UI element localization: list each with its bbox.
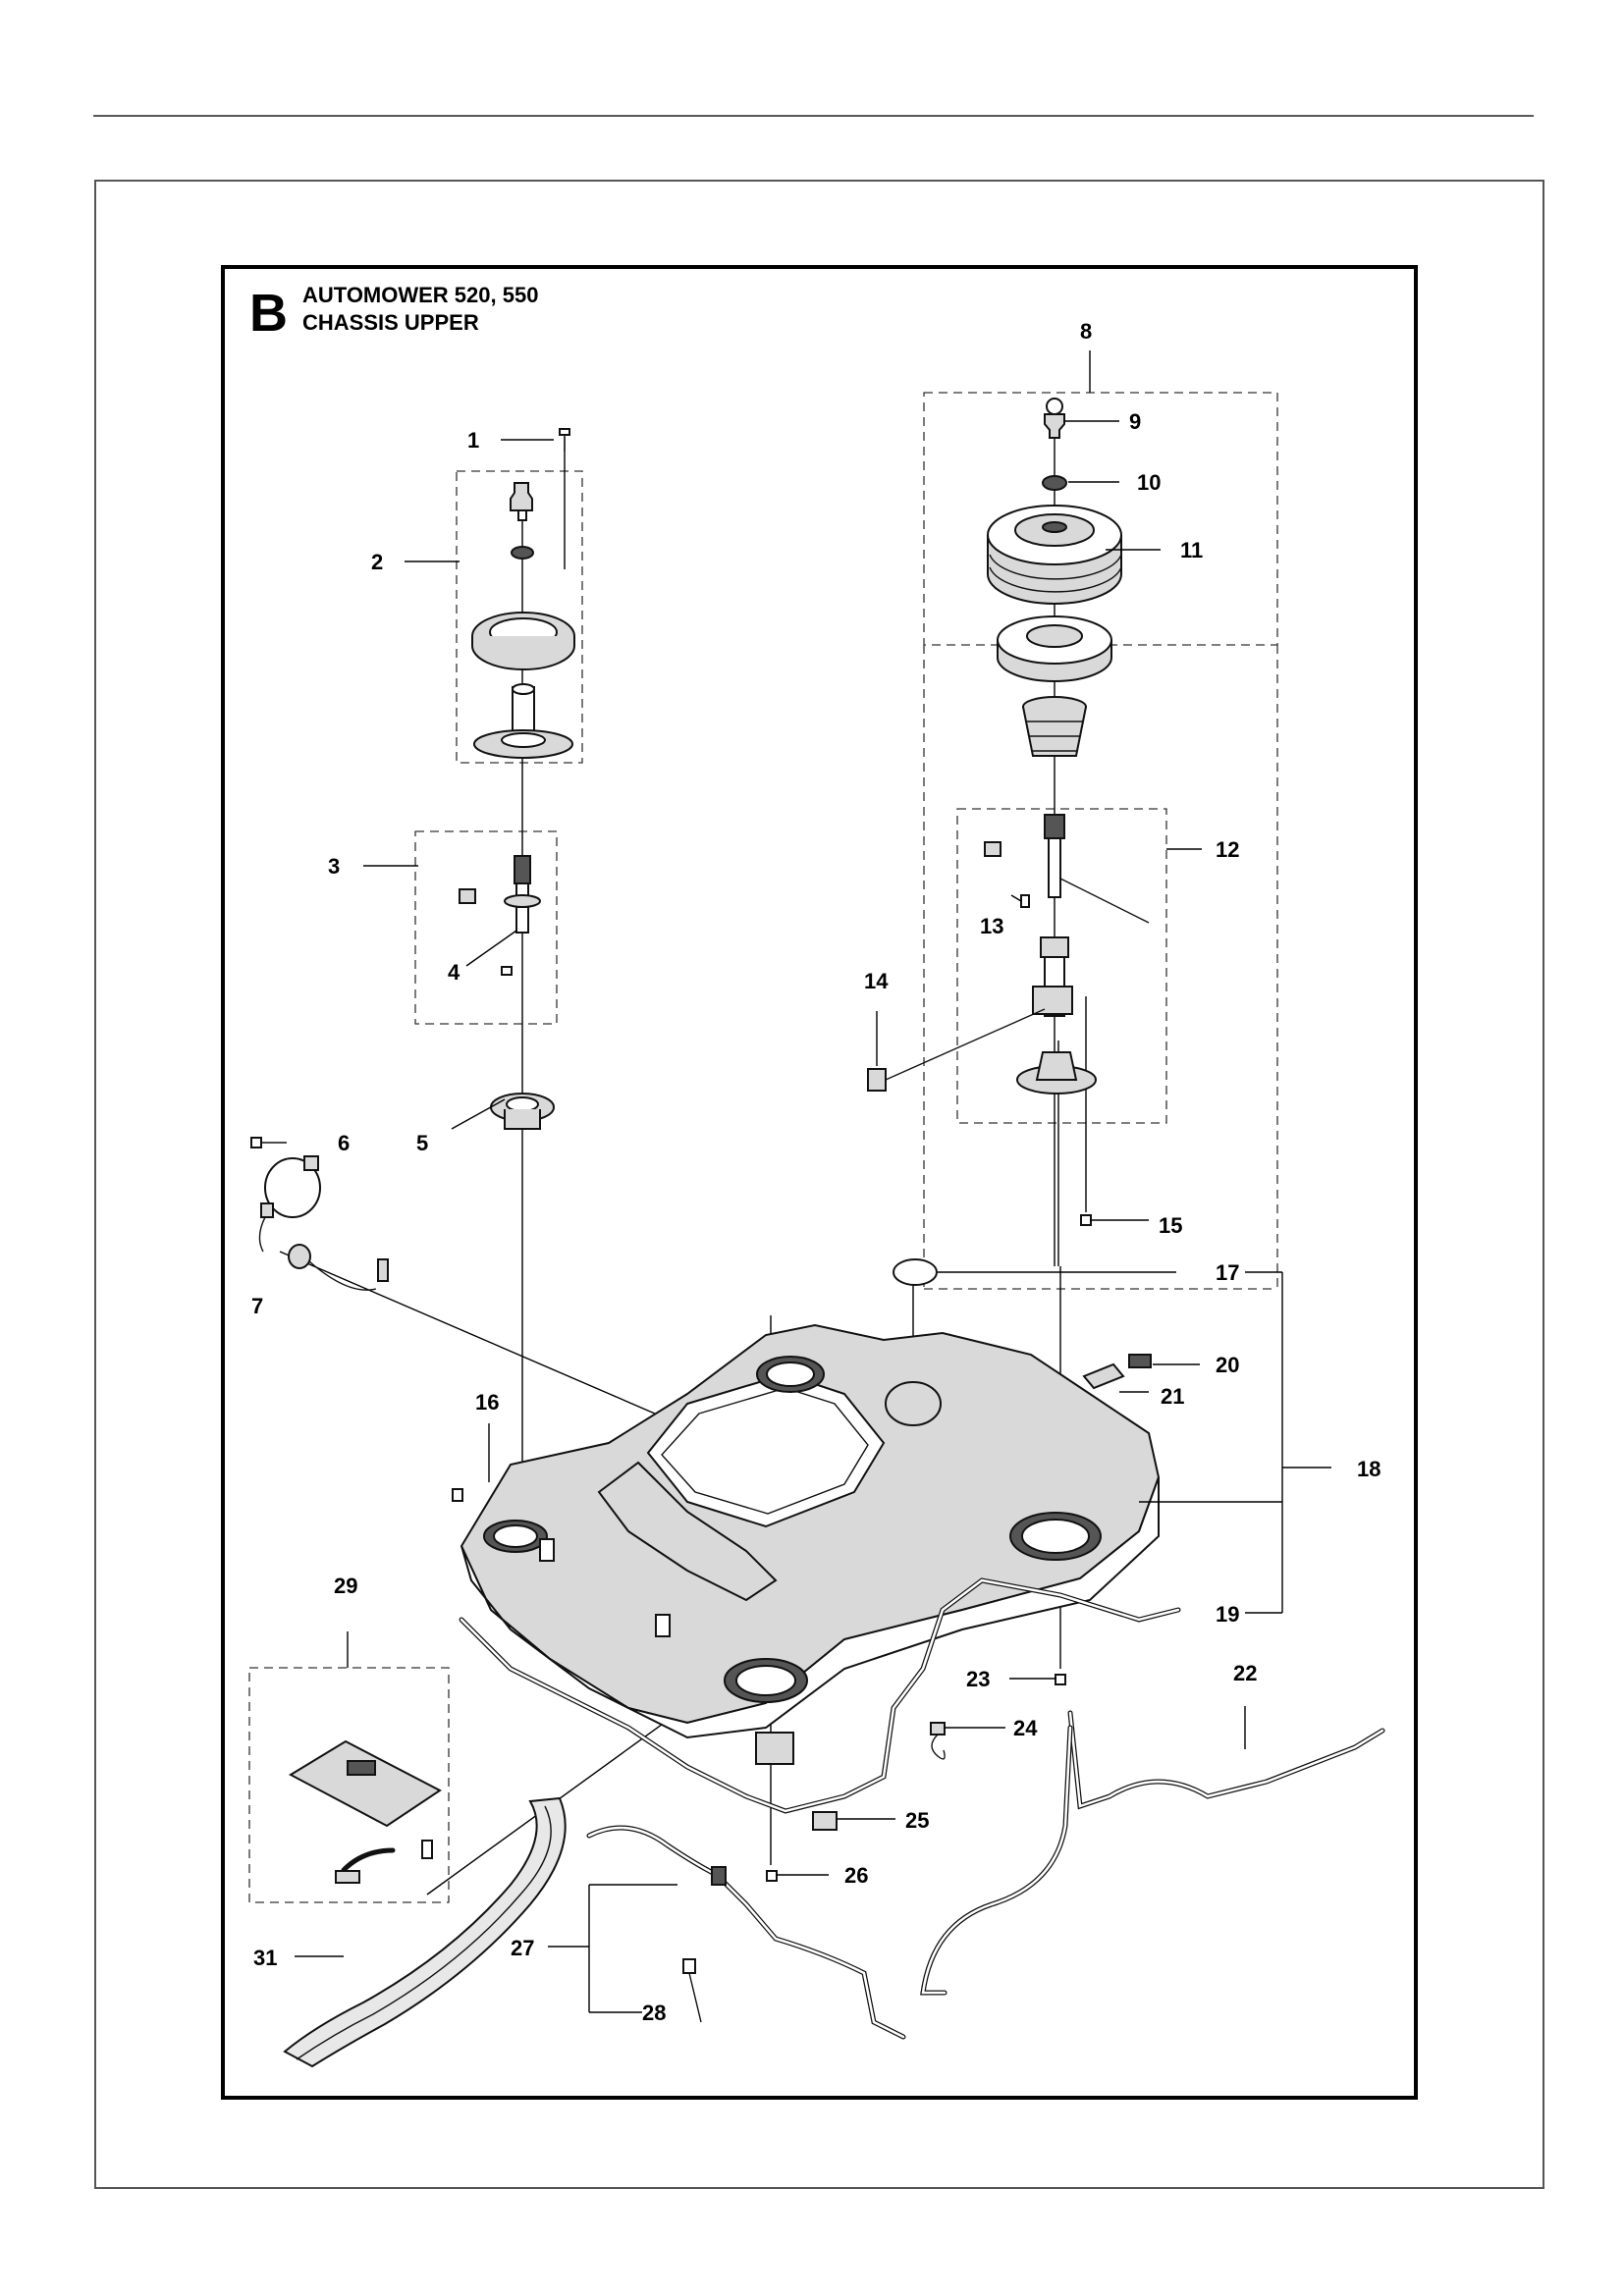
callout-2: 2 [371,550,383,574]
callout-19: 19 [1216,1602,1239,1627]
ribbon-cable-31 [283,1796,567,2068]
cable-tie-28 [682,1958,702,2023]
diagram-title: AUTOMOWER 520, 550 [302,283,538,307]
callout-10: 10 [1137,470,1161,495]
callout-11: 11 [1180,538,1203,562]
callout-26: 26 [844,1863,868,1888]
leader-lines [295,350,1331,2013]
outer-frame [94,180,1544,2189]
callout-23: 23 [966,1667,990,1691]
clip-24 [930,1722,946,1760]
callout-25: 25 [905,1808,929,1833]
screw-1 [559,428,570,452]
assembly-box-2 [456,470,583,764]
callout-14: 14 [864,969,889,993]
screw-26 [766,1870,778,1882]
section-letter: B [249,284,288,343]
diagram-frame [221,265,1418,2100]
callout-29: 29 [334,1574,357,1598]
assembly-2-parts [471,482,575,759]
washer-10 [1042,475,1067,491]
sensor-14 [867,1008,1046,1092]
wheel-11 [987,505,1122,605]
cable-27 [586,1825,906,2040]
assembly-box-29 [248,1667,450,1903]
callout-24: 24 [1013,1716,1038,1740]
callout-7: 7 [251,1294,263,1318]
assembly-12-parts [984,814,1150,1095]
callouts: 1 2 3 4 5 6 7 8 9 10 11 12 13 14 15 17 1… [251,319,1380,2025]
assembly-box-12 [956,808,1167,1124]
callout-18: 18 [1357,1457,1380,1481]
screw-23 [1055,1674,1066,1685]
callout-4: 4 [448,960,460,985]
bushing-5 [490,1093,555,1130]
callout-27: 27 [511,1936,534,1960]
callout-31: 31 [253,1946,277,1970]
clip-20-21 [1082,1354,1152,1390]
callout-28: 28 [642,2001,666,2025]
callout-17: 17 [1216,1260,1239,1285]
callout-16: 16 [475,1390,499,1415]
callout-15: 15 [1159,1213,1182,1238]
lamp-assembly-7 [258,1155,389,1291]
screw-15 [1080,1214,1092,1226]
callout-22: 22 [1233,1661,1257,1685]
callout-5: 5 [416,1131,428,1155]
screw-16 [452,1488,463,1502]
pad-25 [812,1811,838,1831]
callout-3: 3 [328,854,340,879]
callout-6: 6 [338,1131,350,1155]
assembly-box-3 [414,830,558,1025]
chassis-upper-18 [460,1323,1161,1765]
screw-9 [1044,398,1065,439]
callout-13: 13 [980,914,1003,938]
callout-9: 9 [1129,409,1141,434]
callout-12: 12 [1216,837,1239,862]
assembly-3-parts [459,855,541,976]
bellow-part [1022,696,1087,757]
callout-20: 20 [1216,1353,1239,1377]
screw-6 [250,1137,287,1148]
callout-8: 8 [1080,319,1092,344]
diagram-subtitle: CHASSIS UPPER [302,310,479,335]
callout-21: 21 [1161,1384,1184,1409]
callout-1: 1 [467,428,479,453]
wheel-hub-part [997,615,1112,682]
cover-disc-17 [893,1258,938,1286]
circuit-board-29 [288,1739,442,1884]
